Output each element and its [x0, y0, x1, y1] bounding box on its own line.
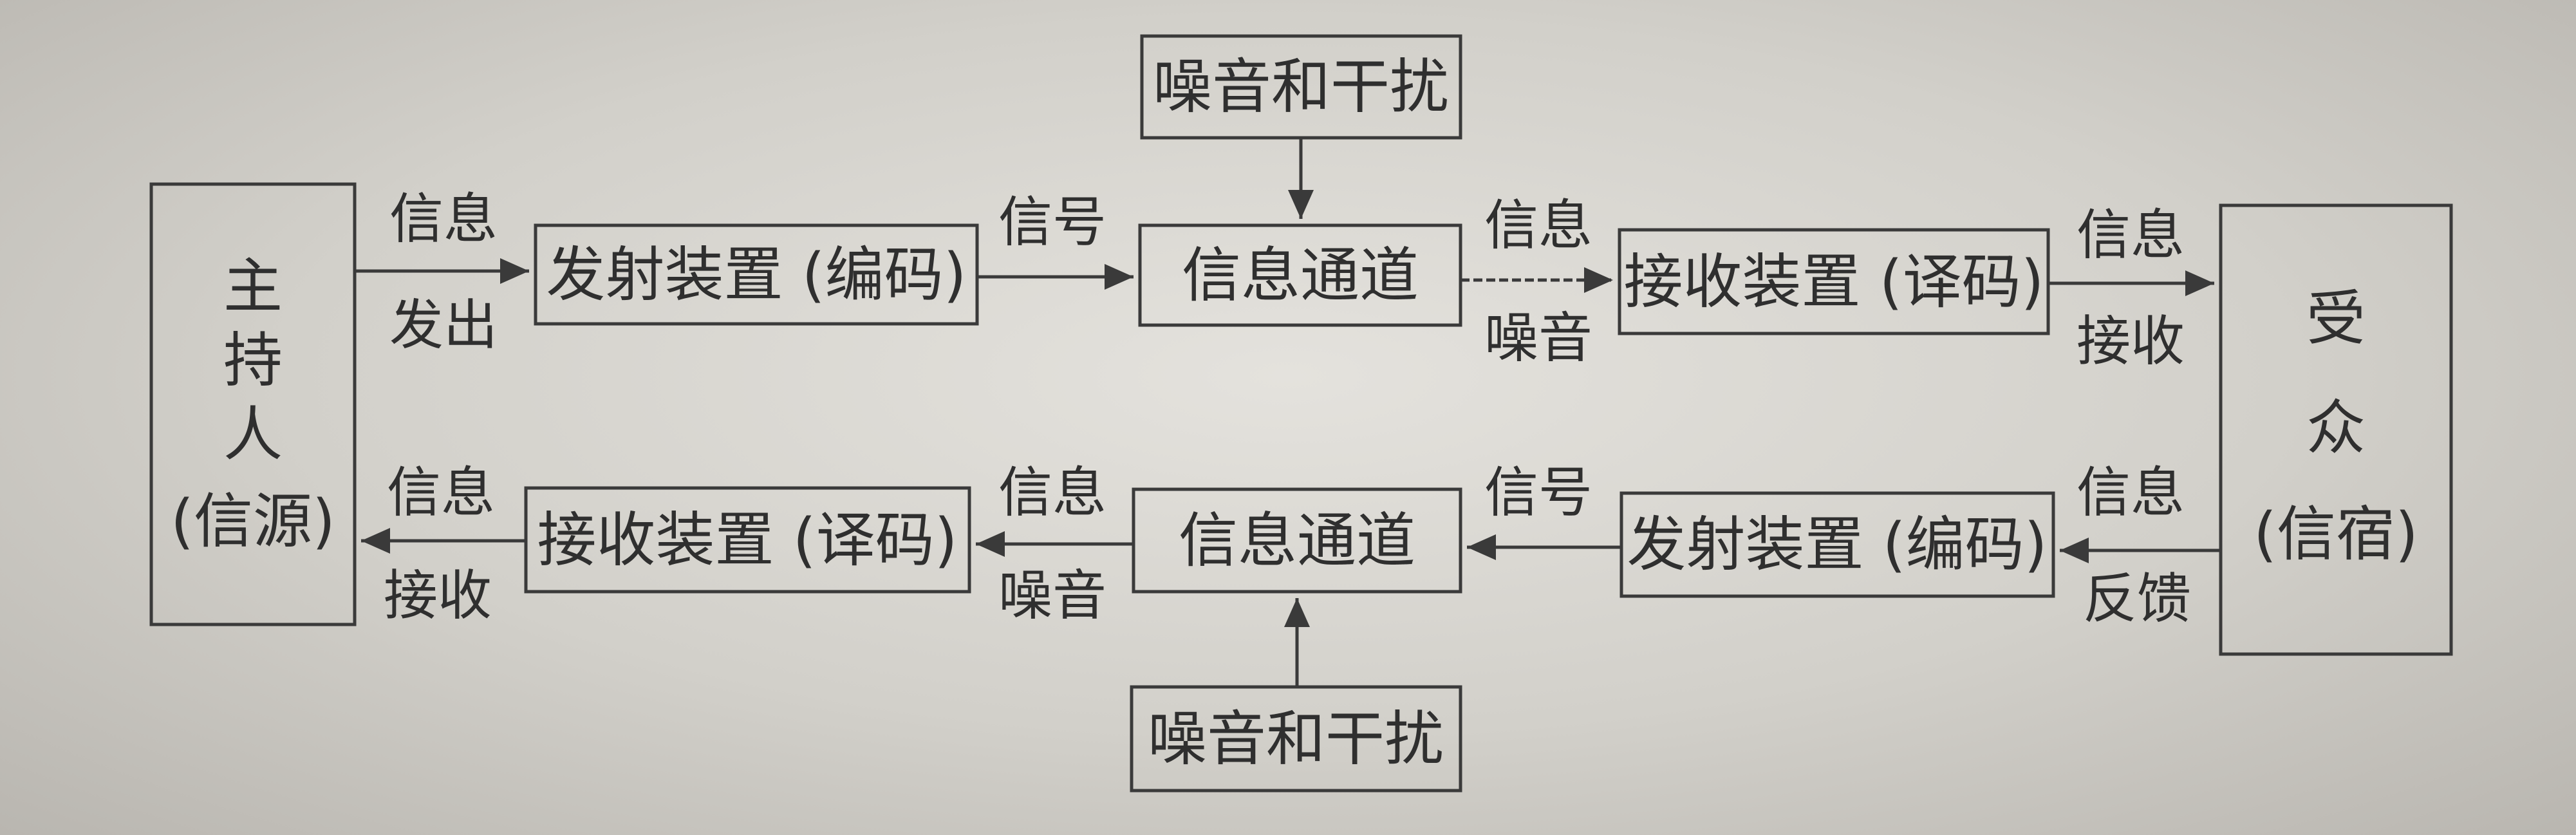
label-info: 信息	[2077, 461, 2185, 524]
noise-label: 噪音和干扰	[1148, 705, 1444, 774]
audience-sublabel: (信宿)	[2254, 500, 2418, 569]
label-noise: 噪音	[1484, 306, 1592, 370]
receiver-label: 接收装置 (译码)	[537, 506, 957, 575]
top-noise-box: 噪音和干扰	[1140, 34, 1462, 140]
top-channel-box: 信息通道	[1138, 223, 1462, 327]
channel-label: 信息通道	[1182, 241, 1419, 310]
bottom-noise-box: 噪音和干扰	[1130, 685, 1462, 793]
label-feedback: 反馈	[2083, 567, 2191, 630]
label-signal: 信号	[1484, 461, 1592, 524]
noise-label: 噪音和干扰	[1153, 53, 1449, 122]
label-receive: 接收	[2077, 310, 2185, 373]
source-label: 持	[223, 326, 283, 395]
bottom-channel-box: 信息通道	[1132, 487, 1462, 594]
audience-label: 众	[2306, 394, 2366, 463]
transmitter-label: 发射装置 (编码)	[1627, 511, 2047, 579]
source-label: 人	[223, 400, 283, 469]
label-noise: 噪音	[998, 564, 1106, 627]
audience-label: 受	[2306, 285, 2366, 353]
transmitter-label: 发射装置 (编码)	[546, 241, 966, 310]
label-info: 信息	[389, 187, 498, 250]
label-send: 发出	[389, 294, 498, 357]
source-sublabel: (信源)	[171, 487, 335, 556]
bottom-receiver-box: 接收装置 (译码)	[524, 486, 971, 594]
source-host-box: 主 持 人 (信源)	[149, 182, 357, 626]
top-transmitter-box: 发射装置 (编码)	[534, 223, 979, 326]
label-info: 信息	[998, 461, 1106, 524]
label-info: 信息	[1484, 194, 1592, 257]
label-receive: 接收	[384, 564, 492, 627]
label-signal: 信号	[998, 191, 1106, 254]
audience-box: 受 众 (信宿)	[2219, 203, 2453, 656]
channel-label: 信息通道	[1179, 507, 1415, 576]
receiver-label: 接收装置 (译码)	[1623, 248, 2044, 317]
label-info: 信息	[387, 461, 495, 524]
top-receiver-box: 接收装置 (译码)	[1618, 228, 2050, 335]
bottom-transmitter-box: 发射装置 (编码)	[1619, 491, 2055, 598]
label-info: 信息	[2077, 203, 2185, 267]
source-label: 主	[223, 252, 283, 321]
